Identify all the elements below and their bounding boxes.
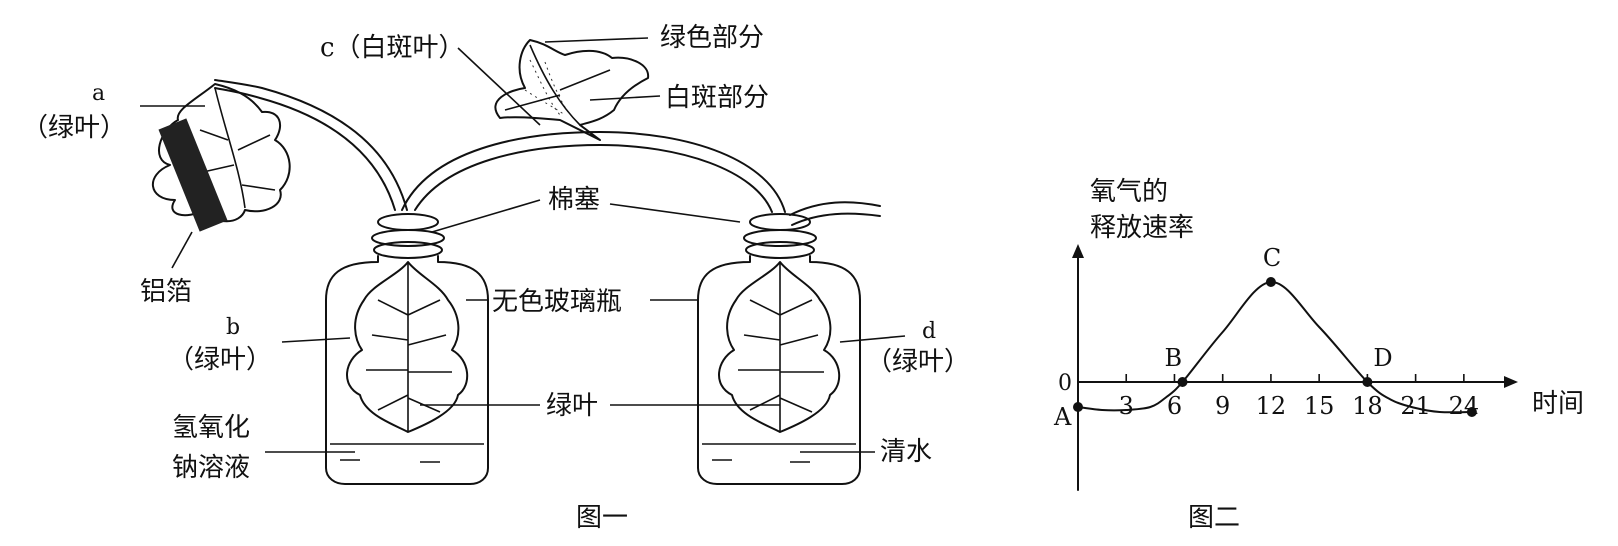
label-naoh-line1: 氢氧化 xyxy=(172,413,250,443)
label-c-text: c（白斑叶） xyxy=(320,33,465,63)
x-axis-arrow xyxy=(1504,376,1518,388)
label-foil: 铝箔 xyxy=(140,277,192,307)
leaf-d-vein xyxy=(738,262,824,432)
naoh-solution xyxy=(330,443,484,463)
label-a-text: （绿叶） xyxy=(22,113,126,143)
x-tick-label: 12 xyxy=(1256,392,1287,420)
leaf-c-white-spots xyxy=(524,59,569,116)
figure1-caption: 图一 xyxy=(576,503,628,533)
label-d-text: （绿叶） xyxy=(866,347,970,377)
x-tick-label: 18 xyxy=(1352,392,1383,420)
label-bottle: 无色玻璃瓶 xyxy=(492,287,622,317)
leaf-c-vein xyxy=(504,44,611,126)
label-water: 清水 xyxy=(880,437,932,467)
point-label-d: D xyxy=(1373,344,1392,372)
point-label-b: B xyxy=(1165,344,1183,372)
point-label-c: C xyxy=(1263,244,1281,272)
curve-point-end xyxy=(1466,407,1477,417)
chart-ylabel-line1: 氧气的 xyxy=(1090,177,1168,207)
chart-xlabel: 时间 xyxy=(1532,389,1584,419)
label-white-part: 白斑部分 xyxy=(665,83,769,113)
label-naoh-line2: 钠溶液 xyxy=(172,453,250,483)
point-label-a: A xyxy=(1053,403,1072,431)
tube-to-leaf-a xyxy=(214,87,396,211)
label-b-letter: b xyxy=(226,315,240,340)
cotton-plug-right xyxy=(743,213,817,259)
clear-water xyxy=(702,443,856,463)
chart-ylabel-line2: 释放速率 xyxy=(1090,213,1194,243)
leader-lines xyxy=(140,37,906,453)
glass-bottle-right xyxy=(697,255,861,485)
label-a-letter: a xyxy=(92,81,105,106)
leaf-a-vein xyxy=(189,87,276,209)
label-green-part: 绿色部分 xyxy=(660,23,764,53)
x-tick-label: 15 xyxy=(1304,392,1335,420)
figure2-caption: 图二 xyxy=(1188,503,1240,533)
label-green-leaf: 绿叶 xyxy=(546,391,598,421)
curve-point-b xyxy=(1177,377,1188,387)
chart-y-zero-label: 0 xyxy=(1058,371,1072,396)
y-axis-arrow xyxy=(1072,244,1084,258)
cotton-plug-left xyxy=(371,213,445,259)
leaf-b xyxy=(346,261,468,433)
glass-bottle-left xyxy=(325,255,489,485)
aluminum-foil xyxy=(158,118,228,232)
leaf-c xyxy=(494,39,650,141)
label-d-letter: d xyxy=(922,319,936,344)
curve-points: A B C D xyxy=(1053,244,1477,431)
leaf-d xyxy=(718,261,840,433)
leaf-b-vein xyxy=(366,262,452,432)
tube-to-leaf-a-inner xyxy=(214,79,408,211)
label-cotton-plug: 棉塞 xyxy=(548,185,600,215)
x-tick-label: 3 xyxy=(1119,392,1134,420)
x-tick-label: 9 xyxy=(1215,392,1230,420)
x-tick-label: 6 xyxy=(1167,392,1182,420)
curve-point-d xyxy=(1362,377,1373,387)
curve-point-c xyxy=(1265,277,1276,287)
curve-point-a xyxy=(1073,402,1083,412)
label-b-text: （绿叶） xyxy=(168,345,272,375)
connecting-tube-inner xyxy=(414,144,773,213)
tube-right-end-inner xyxy=(791,212,881,226)
oxygen-release-curve xyxy=(1077,280,1473,414)
figure-one: a （绿叶） 铝箔 b （绿叶） c（白斑叶） 绿色部分 白斑部分 棉塞 无色玻… xyxy=(22,23,970,533)
connecting-tube-outer xyxy=(401,131,786,213)
tube-right-end xyxy=(789,201,881,216)
